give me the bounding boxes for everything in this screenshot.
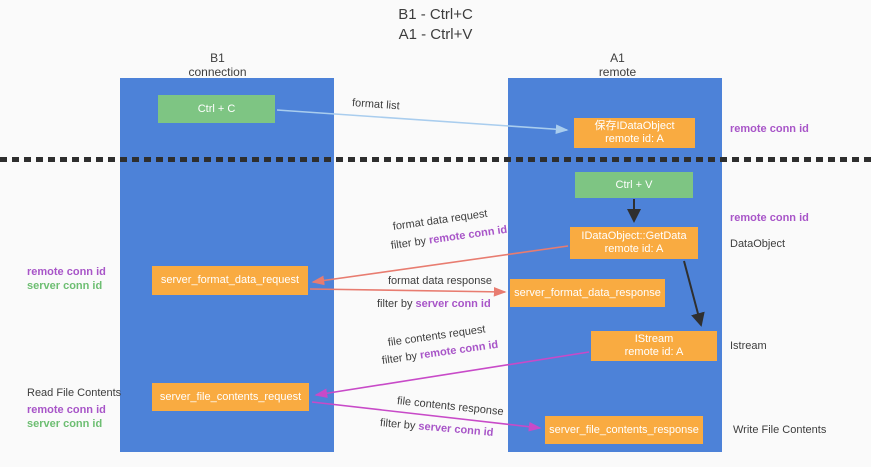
format-data-response-arrow — [309, 287, 507, 297]
istream-line2: remote id: A — [624, 346, 684, 358]
server-format-data-response-label: server_format_data_response — [514, 286, 661, 299]
ctrl-v-node: Ctrl + V — [575, 172, 693, 198]
title-line-2: A1 - Ctrl+V — [398, 26, 473, 43]
server-conn-id-text: server conn id — [415, 298, 491, 310]
server-file-contents-response-node: server_file_contents_response — [545, 416, 703, 444]
server-file-contents-request-label: server_file_contents_request — [159, 390, 302, 403]
istream-line1: IStream — [634, 333, 674, 345]
remote-conn-id-text: remote conn id — [27, 404, 106, 416]
save-idataobject-node: 保存IDataObject remote id: A — [574, 118, 695, 148]
server-conn-id-text: server conn id — [27, 418, 103, 430]
title-line-1: B1 - Ctrl+C — [398, 6, 473, 23]
server-format-data-request-label: server_format_data_request — [160, 274, 300, 286]
filter-by-text: filter by — [379, 417, 419, 433]
filter-by-text: filter by — [381, 349, 421, 367]
dataobject-annotation: DataObject — [730, 238, 786, 250]
lifeline-a1-name: A1 — [610, 51, 625, 65]
server-conn-id-text: server conn id — [417, 420, 494, 439]
istream-annotation: Istream — [730, 340, 767, 352]
ctrl-v-label: Ctrl + V — [615, 178, 653, 191]
save-idataobject-line1: 保存IDataObject — [594, 120, 675, 132]
server-file-contents-response-label: server_file_contents_response — [549, 423, 699, 436]
lifeline-a1-role: remote — [598, 65, 637, 79]
lifeline-header-b1: B1 connection — [150, 51, 285, 79]
format-data-response-filter-label: filter by server conn id — [377, 298, 491, 311]
idataobject-getdata-node: IDataObject::GetData remote id: A — [570, 227, 698, 259]
read-file-contents-annotation: Read File Contents — [27, 387, 122, 399]
ctrl-c-node: Ctrl + C — [158, 95, 275, 123]
lifeline-header-a1: A1 remote — [550, 51, 685, 79]
lifeline-b1-name: B1 — [210, 51, 225, 65]
idataobject-getdata-line2: remote id: A — [604, 243, 664, 255]
server-format-data-request-node: server_format_data_request — [152, 266, 308, 295]
ctrl-c-label: Ctrl + C — [197, 102, 236, 115]
remote-conn-id-annotation-middle: remote conn id — [730, 212, 809, 224]
write-file-contents-annotation: Write File Contents — [733, 424, 827, 436]
istream-node: IStream remote id: A — [591, 331, 717, 361]
save-idataobject-line2: remote id: A — [605, 133, 664, 145]
remote-conn-id-text: remote conn id — [27, 266, 106, 278]
idataobject-getdata-line1: IDataObject::GetData — [581, 230, 687, 242]
remote-conn-id-annotation-top: remote conn id — [730, 123, 809, 135]
file-contents-response-filter-label: filter by server conn id — [379, 417, 494, 440]
lifeline-b1-role: connection — [188, 65, 247, 79]
left-conn-id-annotation-file: remote conn id server conn id — [27, 403, 106, 431]
format-list-label: format list — [351, 97, 401, 113]
phase-divider-dashed-line — [0, 157, 871, 162]
server-conn-id-text: server conn id — [27, 280, 103, 292]
file-contents-response-label: file contents response — [396, 395, 505, 419]
diagram-title: B1 - Ctrl+C A1 - Ctrl+V — [0, 5, 871, 45]
server-file-contents-request-node: server_file_contents_request — [152, 383, 309, 411]
filter-by-text: filter by — [390, 234, 430, 252]
server-format-data-response-node: server_format_data_response — [510, 279, 665, 307]
filter-by-text: filter by — [377, 298, 416, 310]
format-data-response-label: format data response — [388, 275, 492, 287]
left-conn-id-annotation-format: remote conn id server conn id — [27, 265, 106, 293]
